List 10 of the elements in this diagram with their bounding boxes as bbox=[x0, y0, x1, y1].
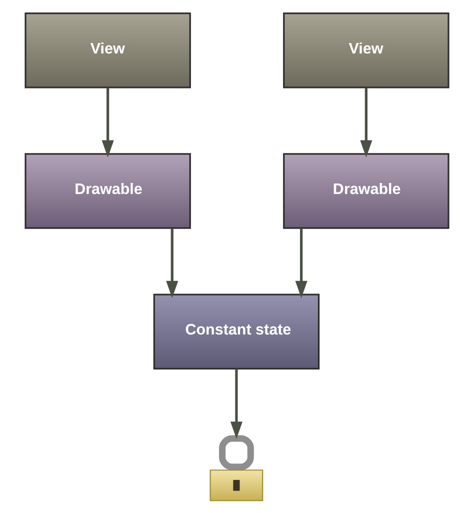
arrow bbox=[295, 228, 308, 298]
arrow bbox=[166, 228, 178, 298]
arrow bbox=[230, 368, 242, 438]
arrow bbox=[102, 87, 114, 158]
node-box: Drawable bbox=[24, 152, 191, 228]
node-box: Constant state bbox=[153, 293, 320, 370]
node-box: View bbox=[283, 12, 450, 88]
node-box: View bbox=[24, 12, 191, 88]
node-box: Drawable bbox=[283, 152, 450, 228]
arrow bbox=[360, 87, 372, 158]
